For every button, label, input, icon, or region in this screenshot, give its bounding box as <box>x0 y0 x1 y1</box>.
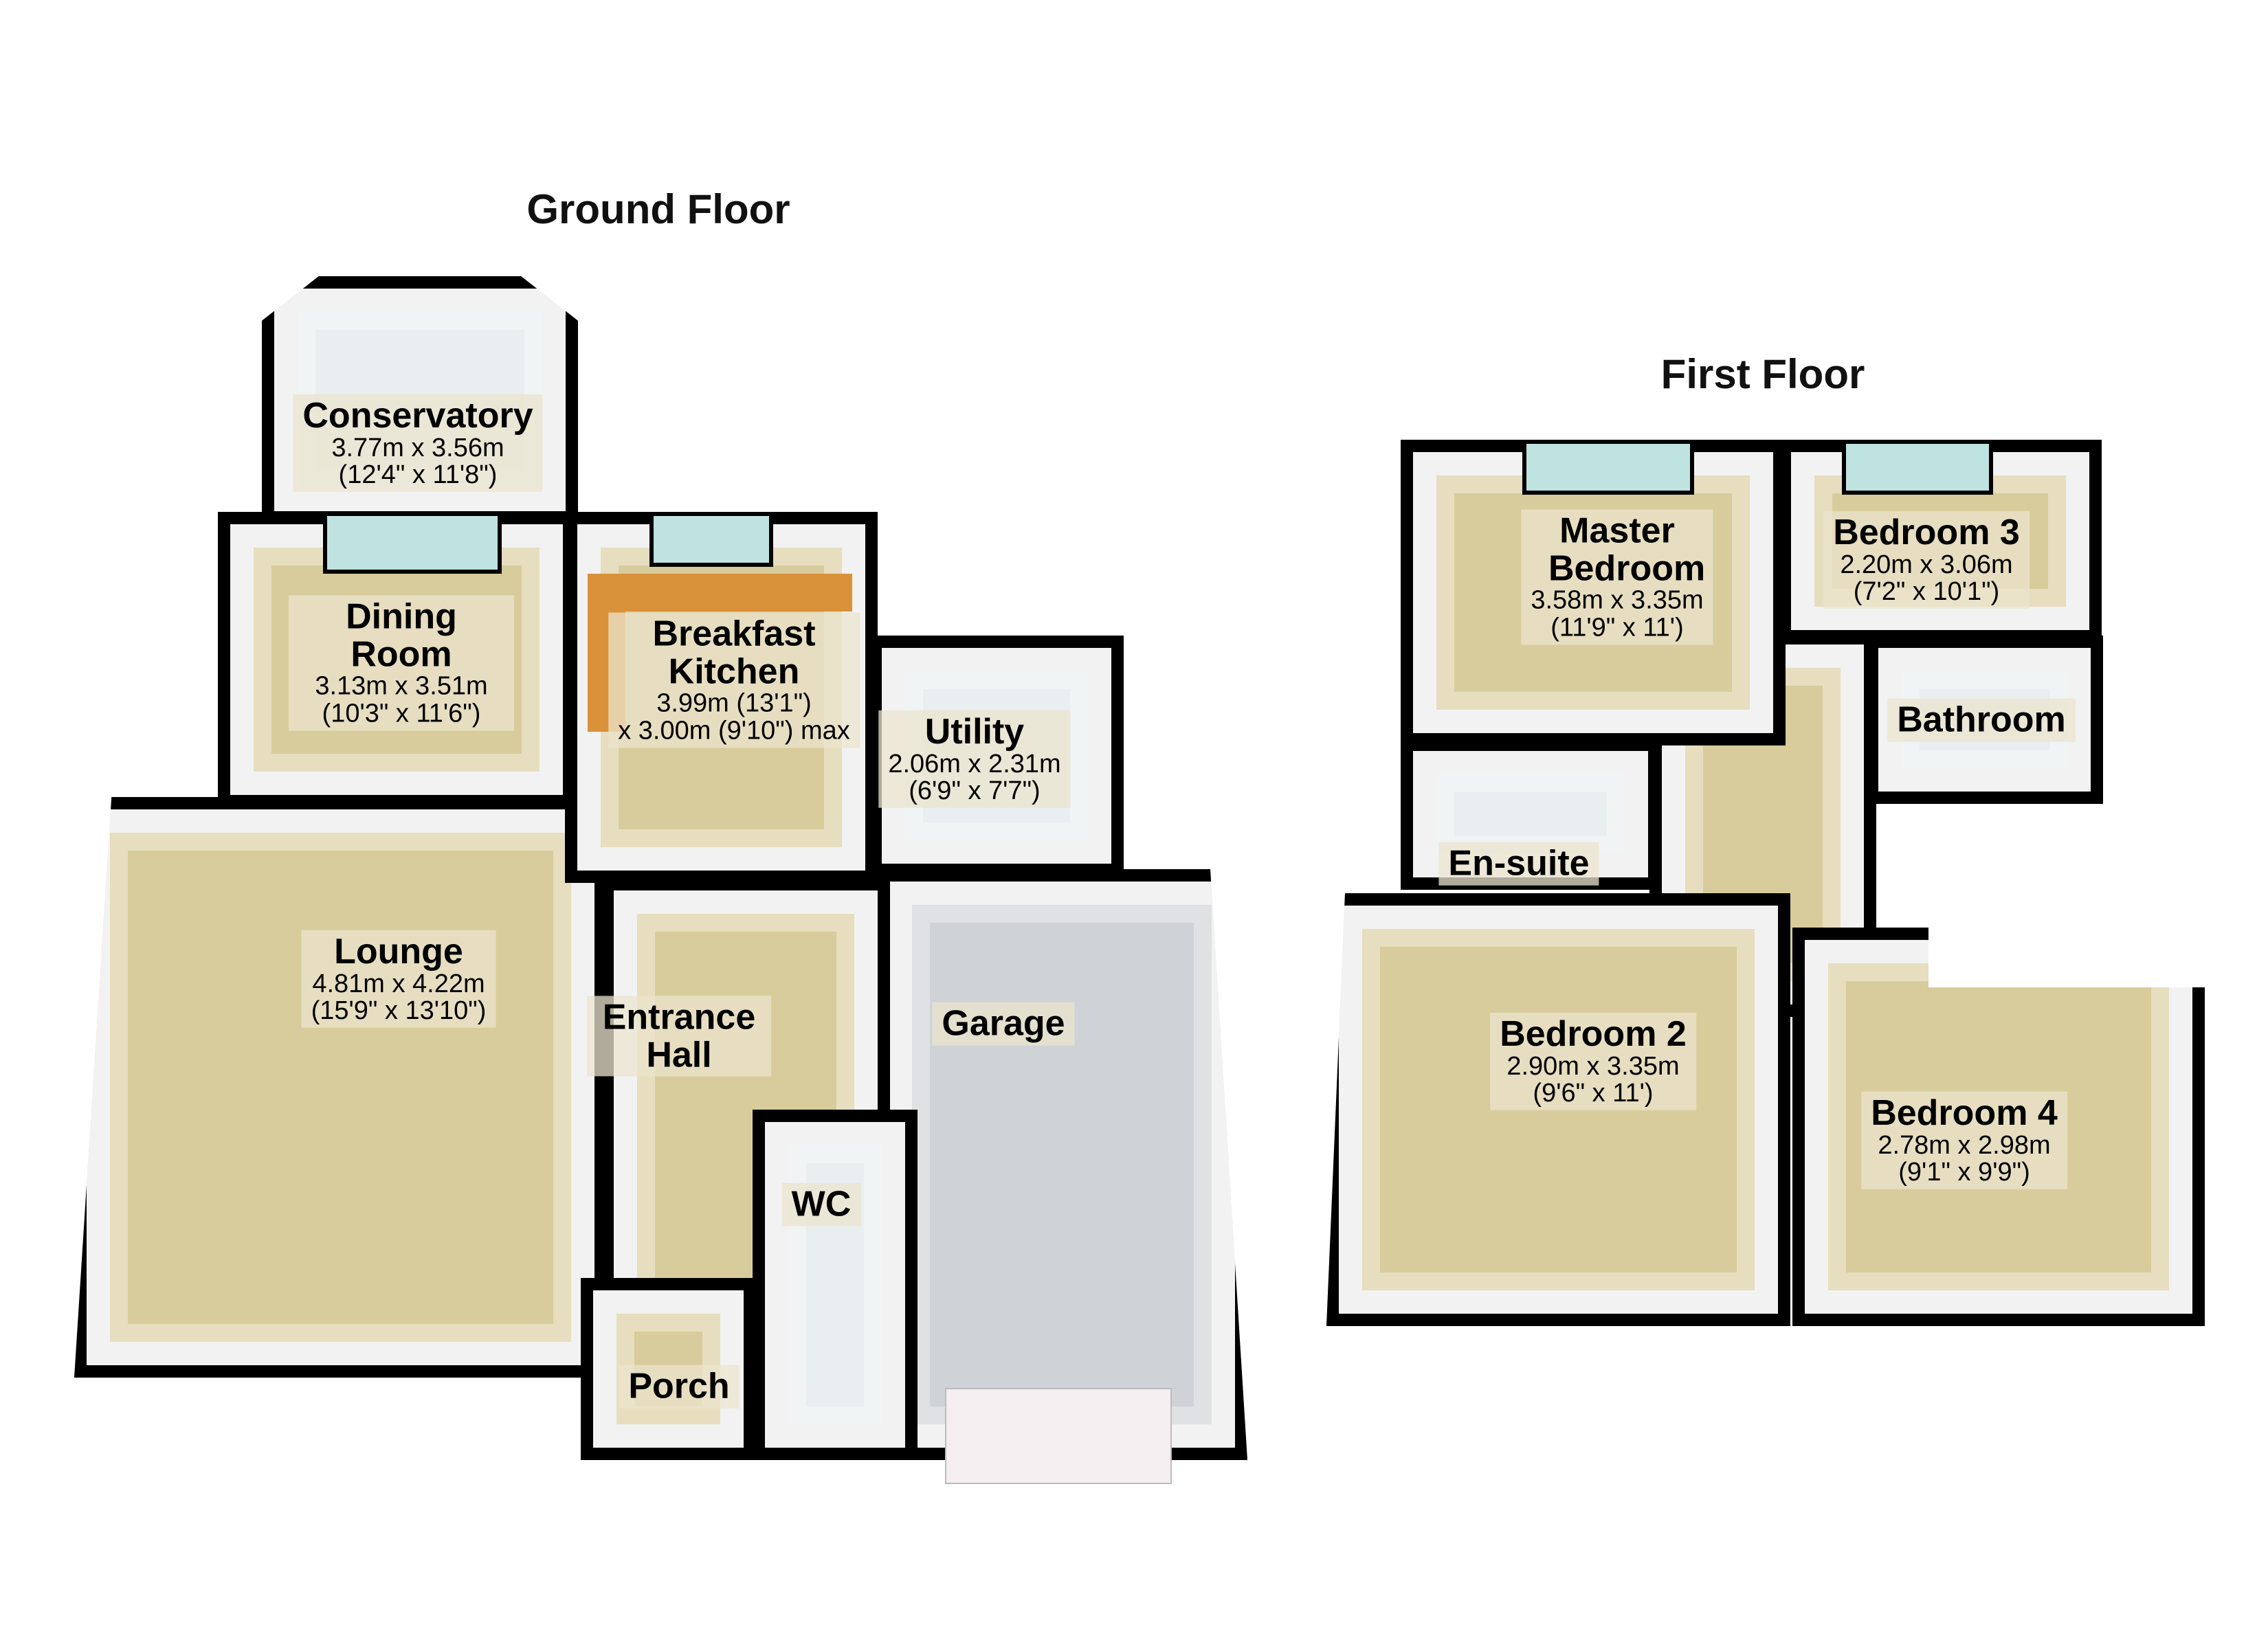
garage-door <box>945 1388 1172 1484</box>
bedroom-3-window <box>1842 440 1993 495</box>
bathroom-label: Bathroom <box>1887 698 2076 742</box>
garage-room <box>876 869 1247 1460</box>
master-bedroom-label: Master Bedroom 3.58m x 3.35m (11'9" x 11… <box>1521 509 1713 645</box>
kitchen-label: Breakfast Kitchen 3.99m (13'1") x 3.00m … <box>608 612 860 748</box>
garage-label: Garage <box>932 1002 1075 1046</box>
porch-label: Porch <box>619 1365 740 1409</box>
wc-room <box>753 1110 918 1460</box>
conservatory-label: Conservatory 3.77m x 3.56m (12'4" x 11'8… <box>293 394 543 493</box>
dining-room-label: Dining Room 3.13m x 3.51m (10'3" x 11'6"… <box>289 595 514 731</box>
ensuite-label: En-suite <box>1438 842 1599 886</box>
kitchen-counter <box>588 574 852 612</box>
entrance-hall-label: Entrance Hall <box>587 996 771 1077</box>
first-floor-title: First Floor <box>1660 351 1865 397</box>
utility-label: Utility 2.06m x 2.31m (6'9" x 7'7") <box>878 710 1071 809</box>
bedroom-3-label: Bedroom 3 2.20m x 3.06m (7'2" x 10'1") <box>1823 511 2030 609</box>
master-window <box>1522 440 1694 495</box>
lounge-label: Lounge 4.81m x 4.22m (15'9" x 13'10") <box>301 930 496 1029</box>
dining-patio-door <box>323 512 502 574</box>
kitchen-window <box>649 512 773 567</box>
bedroom-4-label: Bedroom 4 2.78m x 2.98m (9'1" x 9'9") <box>1861 1091 2067 1190</box>
lounge-room <box>74 797 607 1378</box>
wc-label: WC <box>781 1182 861 1226</box>
bedroom-2-label: Bedroom 2 2.90m x 3.35m (9'6" x 11') <box>1490 1012 1696 1111</box>
ground-floor-title: Ground Floor <box>526 186 790 232</box>
